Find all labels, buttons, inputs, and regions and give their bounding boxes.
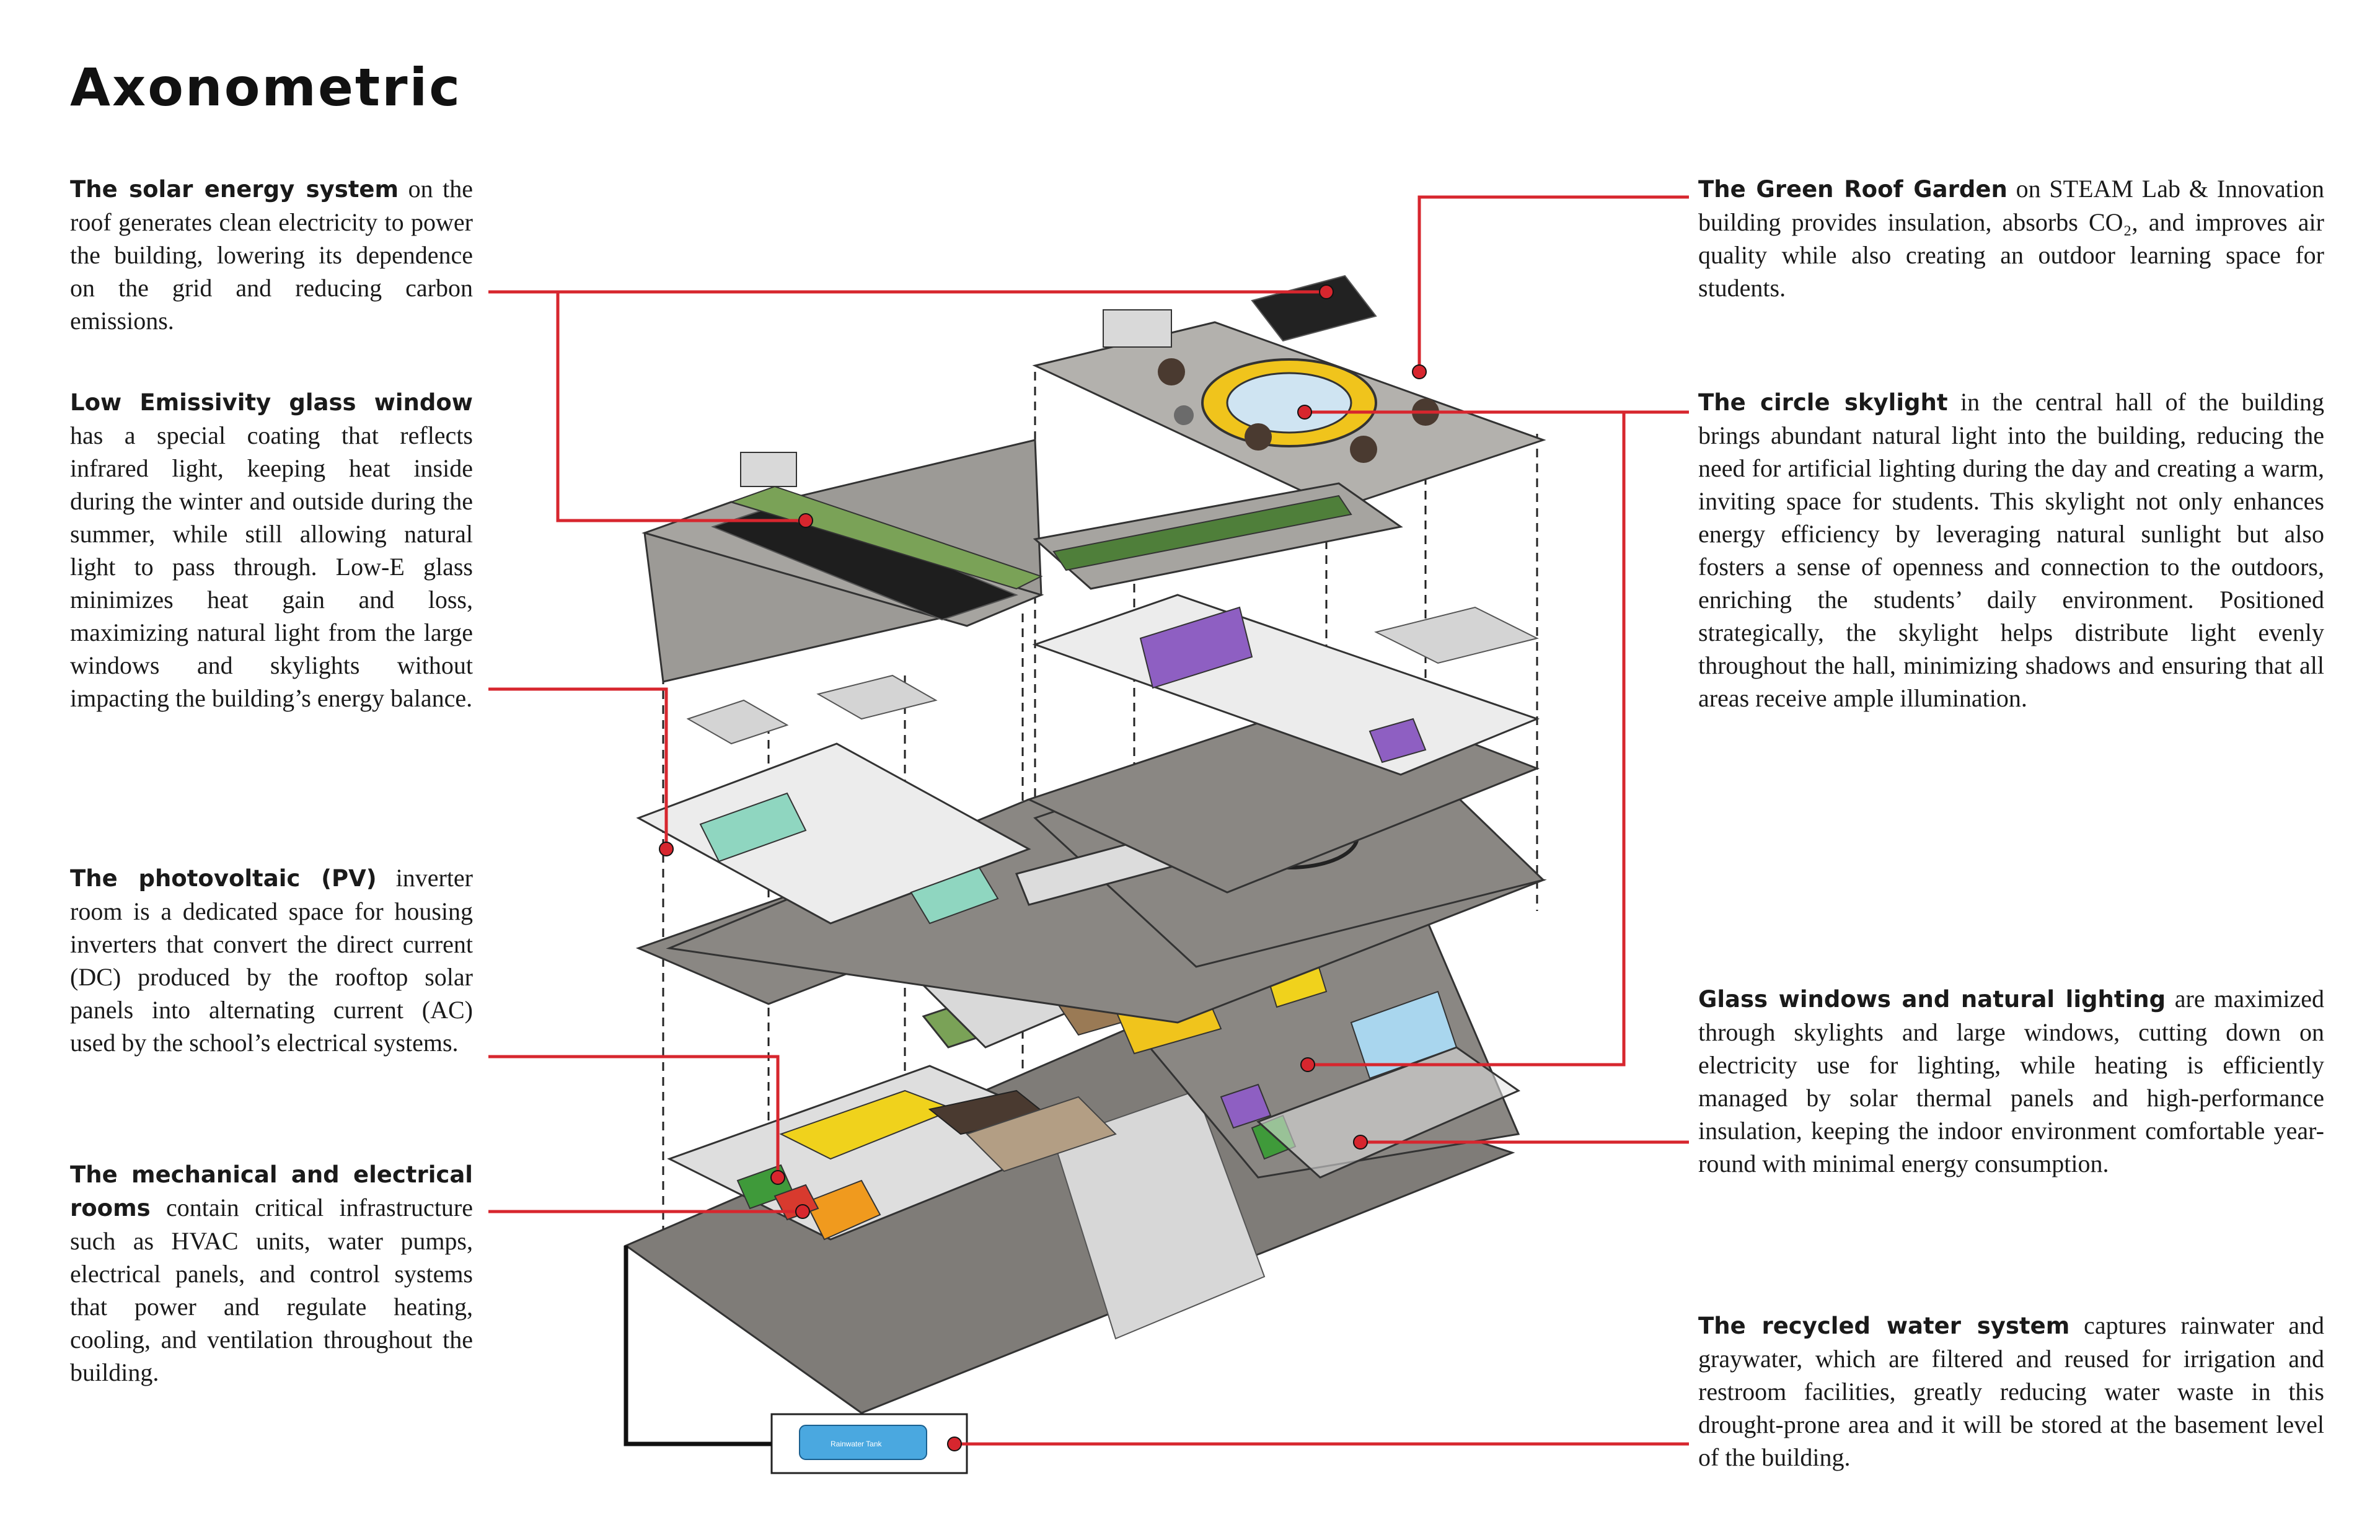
rainwater-tank	[799, 1425, 927, 1460]
ground-room-purple	[1220, 1083, 1272, 1129]
leader-lowe	[488, 687, 668, 849]
leader-glass	[1308, 412, 1626, 1067]
garden-tree	[1245, 423, 1272, 451]
leader-pv	[488, 1055, 780, 1177]
leader-greenroof	[1417, 195, 1689, 372]
mech-annotation: The mechanical and electrical rooms cont…	[70, 1158, 473, 1389]
garden-tree	[1350, 436, 1377, 463]
tank-label: Rainwater Tank	[831, 1440, 882, 1448]
garden-tree	[1158, 358, 1185, 385]
leader-dot	[1300, 1057, 1315, 1072]
lowe-text: has a special coating that reflects infr…	[70, 421, 473, 712]
leader-dot	[1297, 405, 1312, 420]
leader-dot	[659, 842, 674, 856]
first-floor-walls-left	[636, 742, 1031, 925]
first-floor-skylight-panel	[686, 699, 789, 745]
pv-heading: The photovoltaic (PV)	[70, 865, 377, 892]
basement-ramp	[1052, 1089, 1266, 1340]
parking-area	[966, 1096, 1117, 1173]
water-connector-line	[624, 1246, 772, 1446]
leader-solar-branch	[556, 292, 806, 522]
leader-dot	[1412, 364, 1427, 379]
first-floor-teal-room2	[910, 866, 999, 925]
circle-skylight-glass	[1226, 372, 1352, 434]
leader-dot	[1353, 1135, 1368, 1150]
roof-garden-wing	[1032, 275, 1546, 590]
greenroof-text: on STEAM Lab & Innovation building provi…	[1698, 175, 2324, 302]
glass-annotation: Glass windows and natural lighting are m…	[1698, 982, 2324, 1180]
second-floor-purple-room	[1139, 606, 1253, 689]
leader-dot	[770, 1170, 785, 1185]
garden-planter-strip	[1052, 495, 1352, 571]
water-annotation: The recycled water system captures rainw…	[1698, 1309, 2324, 1474]
garden-solar-canopy	[1251, 275, 1377, 342]
glass-text: are maximized through skylights and larg…	[1698, 985, 2324, 1177]
greenroof-annotation: The Green Roof Garden on STEAM Lab & Inn…	[1698, 172, 2324, 304]
second-floor	[686, 594, 1540, 894]
greenroof-heading: The Green Roof Garden	[1698, 176, 2008, 203]
second-floor-purple-room2	[1368, 718, 1427, 763]
first-floor-skylight-panel2	[816, 674, 938, 720]
leader-dot	[947, 1437, 962, 1451]
roof-solar-wing	[641, 439, 1044, 683]
roof-mechanical-box	[740, 452, 797, 487]
mech-room-orange	[804, 1179, 881, 1241]
page-title: Axonometric	[70, 57, 462, 118]
second-floor-skylight-panel	[1374, 606, 1539, 664]
skylight-text: in the central hall of the building brin…	[1698, 388, 2325, 712]
leader-dots	[659, 284, 1427, 1451]
solar-text: on the roof generates clean electricity …	[70, 175, 473, 335]
solar-roof-green-strip	[729, 485, 1043, 590]
garden-stair-box	[1103, 309, 1172, 348]
ground-east-wing	[1256, 1046, 1521, 1179]
leader-dot	[1319, 284, 1334, 299]
solar-annotation: The solar energy system on the roof gene…	[70, 172, 473, 337]
mech-text: contain critical infrastructure such as …	[70, 1194, 473, 1386]
rainwater-tank-group: Rainwater Tank	[770, 1413, 968, 1474]
leader-dot	[798, 513, 813, 528]
solar-heading: The solar energy system	[70, 176, 399, 203]
mech-heading: The mechanical and electrical rooms	[70, 1161, 473, 1221]
skylight-heading: The circle skylight	[1698, 389, 1948, 416]
lowe-heading: Low Emissivity glass window	[70, 389, 473, 416]
garden-tree	[1174, 405, 1194, 425]
skylight-annotation: The circle skylight in the central hall …	[1698, 385, 2324, 715]
leader-lines	[488, 195, 1689, 1446]
water-heading: The recycled water system	[1698, 1313, 2070, 1339]
lowe-annotation: Low Emissivity glass window has a specia…	[70, 385, 473, 715]
leader-dot	[795, 1204, 810, 1219]
pv-annotation: The photovoltaic (PV) inverter room is a…	[70, 861, 473, 1059]
pv-text: inverter room is a dedicated space for h…	[70, 864, 473, 1057]
glass-heading: Glass windows and natural lighting	[1698, 986, 2166, 1013]
water-text: captures rainwater and graywater, which …	[1698, 1311, 2324, 1471]
first-floor-teal-room	[699, 792, 807, 863]
